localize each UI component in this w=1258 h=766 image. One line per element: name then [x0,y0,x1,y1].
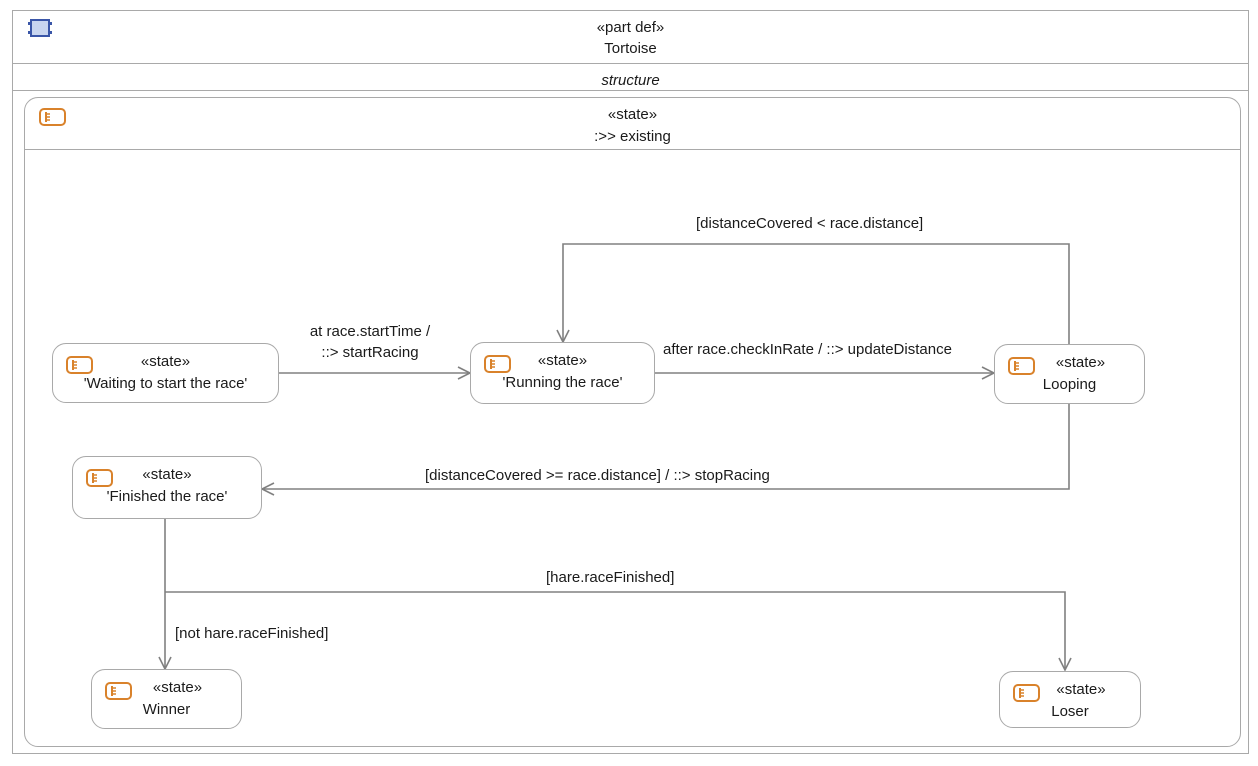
label-finished-to-winner: [not hare.raceFinished] [175,625,329,642]
state-name: 'Running the race' [502,374,623,391]
edge-looping-to-running [563,243,1070,344]
label-waiting-to-running-2: ::> startRacing [321,344,419,361]
state-looping[interactable]: «state» Looping [994,344,1145,404]
state-name: Looping [1042,376,1097,393]
state-icon [1013,684,1041,702]
state-name: Loser [1051,703,1089,720]
state-icon [38,107,68,127]
state-existing-name: :>> existing [594,128,671,145]
compartment-label: structure [601,72,660,89]
part-def-icon [27,17,53,39]
label-waiting-to-running-1: at race.startTime / [309,323,431,340]
state-loser[interactable]: «state» Loser [999,671,1141,728]
part-def-frame[interactable] [12,10,1249,754]
state-icon [1008,357,1036,375]
edge-finished-to-loser [165,591,1065,670]
edge-looping-to-finished [262,404,1070,489]
state-stereotype: «state» [537,352,588,369]
label-looping-to-finished: [distanceCovered >= race.distance] / ::>… [425,467,770,484]
state-stereotype: «state» [1056,681,1106,698]
state-stereotype: «state» [1055,354,1106,371]
state-stereotype: «state» [142,466,192,483]
state-existing[interactable] [24,97,1241,747]
state-name: 'Waiting to start the race' [83,375,248,392]
compartment-divider [12,90,1249,91]
state-icon [86,469,114,487]
state-stereotype: «state» [152,679,203,696]
part-def-name: Tortoise [604,40,657,57]
state-icon [105,682,133,700]
label-finished-to-loser: [hare.raceFinished] [546,569,675,586]
state-winner[interactable]: «state» Winner [91,669,242,729]
state-waiting[interactable]: «state» 'Waiting to start the race' [52,343,279,403]
state-icon [66,356,94,374]
state-name: Winner [142,701,191,718]
state-existing-divider [24,149,1241,150]
state-name: 'Finished the race' [106,488,228,505]
label-looping-to-running: [distanceCovered < race.distance] [696,215,924,232]
header-divider [12,63,1249,64]
state-running[interactable]: «state» 'Running the race' [470,342,655,404]
state-finished[interactable]: «state» 'Finished the race' [72,456,262,519]
state-existing-stereotype: «state» [607,106,658,123]
state-stereotype: «state» [140,353,191,370]
part-def-stereotype: «part def» [596,19,665,36]
label-running-to-looping: after race.checkInRate / ::> updateDista… [663,341,952,358]
state-icon [484,355,512,373]
